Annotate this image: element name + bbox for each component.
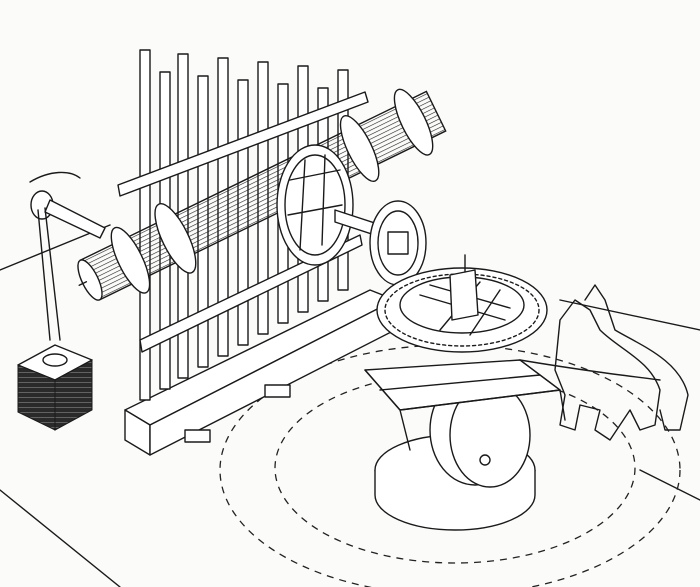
crown-gear bbox=[276, 144, 427, 286]
stamp-post bbox=[139, 49, 151, 401]
weight-pulley bbox=[17, 171, 106, 431]
base-beam bbox=[124, 289, 396, 456]
capstan-wheel bbox=[376, 254, 548, 353]
millstone bbox=[364, 359, 661, 531]
draft-animals bbox=[554, 284, 689, 441]
camshaft-drum bbox=[77, 88, 447, 301]
